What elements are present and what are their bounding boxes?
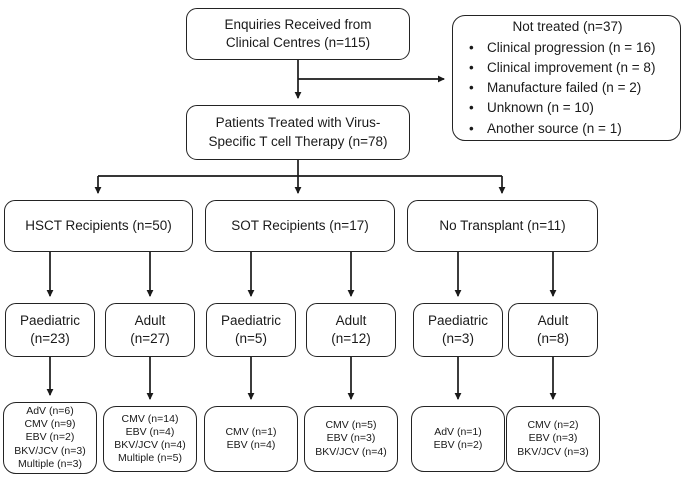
enquiries-box: Enquiries Received from Clinical Centres… xyxy=(186,8,410,60)
not-treated-item: Another source (n = 1) xyxy=(461,119,674,140)
enquiries-line-2: Clinical Centres (n=115) xyxy=(225,35,371,50)
not-treated-item: Clinical progression (n = 16) xyxy=(461,38,674,59)
virus-line: BKV/JCV (n=4) xyxy=(114,439,186,451)
virus-line: AdV (n=1) xyxy=(434,425,482,438)
group-box-hsct: HSCT Recipients (n=50) xyxy=(4,200,193,252)
virus-line: EBV (n=4) xyxy=(125,425,175,438)
virus-box-hsct-adult: CMV (n=14)EBV (n=4)BKV/JCV (n=4)Multiple… xyxy=(103,406,197,472)
virus-line: EBV (n=3) xyxy=(528,432,578,445)
virus-line: CMV (n=2) xyxy=(527,419,579,432)
virus-line: EBV (n=2) xyxy=(433,439,483,451)
virus-line: CMV (n=14) xyxy=(121,412,179,425)
cohort-box-notx-adult: Adult (n=8) xyxy=(508,303,598,357)
group-box-no-transplant: No Transplant (n=11) xyxy=(407,200,598,252)
cohort-label: Paediatric xyxy=(19,312,81,328)
not-treated-item: Manufacture failed (n = 2) xyxy=(461,78,674,99)
cohort-count: (n=5) xyxy=(235,331,267,346)
cohort-label: Adult xyxy=(134,312,166,328)
cohort-label: Adult xyxy=(335,312,367,328)
not-treated-box: Not treated (n=37) Clinical progression … xyxy=(452,15,681,141)
virus-line: BKV/JCV (n=3) xyxy=(517,445,589,458)
treated-box: Patients Treated with Virus- Specific T … xyxy=(186,105,410,160)
cohort-count: (n=23) xyxy=(30,331,70,346)
cohort-box-notx-paediatric: Paediatric (n=3) xyxy=(413,303,503,357)
cohort-box-sot-paediatric: Paediatric (n=5) xyxy=(206,303,296,357)
group-label: No Transplant (n=11) xyxy=(439,217,566,233)
virus-line: EBV (n=2) xyxy=(25,431,75,444)
virus-box-notx-paediatric: AdV (n=1)EBV (n=2) xyxy=(411,406,505,472)
virus-line: Multiple (n=3) xyxy=(18,457,82,470)
cohort-box-hsct-paediatric: Paediatric (n=23) xyxy=(5,303,95,357)
cohort-label: Paediatric xyxy=(220,312,282,328)
cohort-count: (n=8) xyxy=(537,331,569,346)
cohort-label: Adult xyxy=(537,312,569,328)
treated-line-2: Specific T cell Therapy (n=78) xyxy=(208,133,388,149)
cohort-count: (n=3) xyxy=(442,331,474,346)
treated-line-1: Patients Treated with Virus- xyxy=(215,115,381,131)
group-box-sot: SOT Recipients (n=17) xyxy=(205,200,395,252)
virus-line: EBV (n=4) xyxy=(226,439,276,451)
not-treated-list: Clinical progression (n = 16)Clinical im… xyxy=(461,38,674,140)
cohort-count: (n=12) xyxy=(331,331,371,346)
virus-line: CMV (n=9) xyxy=(24,418,76,431)
virus-line: BKV/JCV (n=3) xyxy=(14,444,86,457)
enquiries-line-1: Enquiries Received from xyxy=(224,16,372,32)
virus-line: CMV (n=5) xyxy=(325,419,377,432)
cohort-box-hsct-adult: Adult (n=27) xyxy=(105,303,195,357)
virus-box-sot-paediatric: CMV (n=1)EBV (n=4) xyxy=(204,406,298,472)
cohort-label: Paediatric xyxy=(427,312,489,328)
not-treated-item: Clinical improvement (n = 8) xyxy=(461,58,674,79)
virus-line: BKV/JCV (n=4) xyxy=(315,445,387,458)
cohort-count: (n=27) xyxy=(130,331,170,346)
virus-box-notx-adult: CMV (n=2)EBV (n=3)BKV/JCV (n=3) xyxy=(506,406,600,472)
virus-box-hsct-paediatric: AdV (n=6)CMV (n=9)EBV (n=2)BKV/JCV (n=3)… xyxy=(3,402,97,474)
virus-line: Multiple (n=5) xyxy=(118,452,182,465)
virus-box-sot-adult: CMV (n=5)EBV (n=3)BKV/JCV (n=4) xyxy=(304,406,398,472)
cohort-box-sot-adult: Adult (n=12) xyxy=(306,303,396,357)
not-treated-item: Unknown (n = 10) xyxy=(461,98,674,119)
not-treated-title: Not treated (n=37) xyxy=(512,19,623,35)
group-label: HSCT Recipients (n=50) xyxy=(25,217,172,233)
group-label: SOT Recipients (n=17) xyxy=(231,217,369,233)
virus-line: CMV (n=1) xyxy=(225,425,277,438)
virus-line: AdV (n=6) xyxy=(26,405,74,418)
virus-line: EBV (n=3) xyxy=(326,432,376,445)
